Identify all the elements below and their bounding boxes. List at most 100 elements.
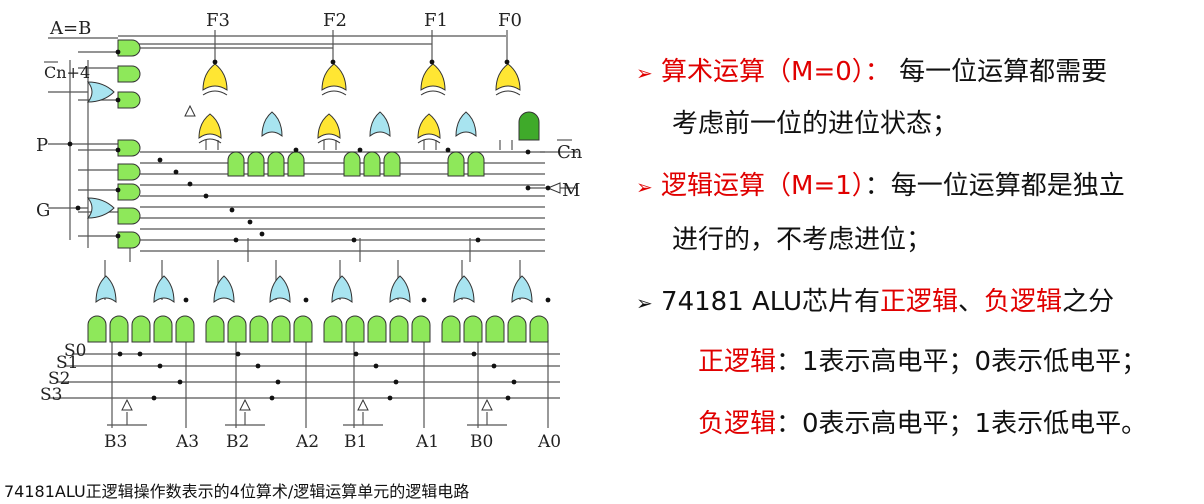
and-gate bbox=[117, 139, 141, 157]
or-gate bbox=[213, 275, 235, 304]
or-gate bbox=[369, 111, 391, 138]
junction-dot bbox=[259, 231, 265, 237]
arith-heading: 算术运算（M=0）： bbox=[661, 57, 891, 87]
pos-logic-term: 正逻辑 bbox=[880, 287, 959, 317]
junction-dot bbox=[115, 97, 121, 103]
neg-def-label: 负逻辑 bbox=[698, 409, 777, 439]
xor-bar bbox=[321, 90, 347, 96]
and-gate bbox=[293, 315, 313, 343]
xor-gate-output bbox=[321, 63, 347, 91]
bullet-arrow-icon: ➢ bbox=[636, 291, 653, 315]
junction-dot bbox=[229, 207, 235, 213]
inverter bbox=[357, 398, 369, 411]
and-gate bbox=[345, 315, 365, 343]
xor-gate-output bbox=[202, 63, 228, 91]
xor-gate-output bbox=[420, 63, 446, 91]
inverter-m bbox=[546, 182, 561, 194]
and-gate bbox=[249, 315, 269, 343]
note-neg-def: 负逻辑：0表示高电平；1表示低电平。 bbox=[698, 408, 1147, 440]
xor-bar bbox=[417, 138, 441, 144]
junction-dot bbox=[157, 363, 163, 369]
junction-dot bbox=[212, 59, 218, 65]
note-pos-def: 正逻辑：1表示高电平；0表示低电平； bbox=[698, 346, 1147, 378]
junction-dot bbox=[157, 157, 163, 163]
and-gate bbox=[343, 151, 361, 177]
and-gate bbox=[247, 151, 265, 177]
label-s3: S3 bbox=[40, 385, 62, 405]
xor-bar bbox=[317, 138, 341, 144]
label-b0: B0 bbox=[470, 432, 493, 452]
junction-dot bbox=[293, 147, 299, 153]
label-b1: B1 bbox=[344, 432, 367, 452]
junction-dot bbox=[429, 59, 435, 65]
chip-sep: 、 bbox=[958, 287, 985, 317]
label-f3: F3 bbox=[206, 10, 230, 31]
junction-dot bbox=[357, 147, 363, 153]
junction-dot bbox=[387, 395, 393, 401]
junction-dot bbox=[177, 379, 183, 385]
and-gate bbox=[463, 315, 483, 343]
and-gate bbox=[109, 315, 129, 343]
junction-dot bbox=[373, 363, 379, 369]
note-logic: ➢ 逻辑运算（M=1）：每一位运算都是独立 bbox=[636, 170, 1125, 203]
junction-dot bbox=[151, 395, 157, 401]
or-gate bbox=[269, 275, 291, 304]
xor-gate bbox=[198, 113, 222, 139]
label-f0: F0 bbox=[498, 10, 522, 31]
and-gate bbox=[363, 151, 381, 177]
label-s1: S1 bbox=[56, 353, 78, 373]
and-gate bbox=[271, 315, 291, 343]
xor-bar bbox=[198, 138, 222, 144]
arith-text: 每一位运算都需要 bbox=[899, 57, 1108, 87]
logic-heading: 逻辑运算（M=1） bbox=[661, 171, 865, 201]
and-gate bbox=[117, 231, 141, 249]
junction-dot bbox=[233, 237, 239, 243]
inverter bbox=[184, 104, 196, 117]
neg-logic-term: 负逻辑 bbox=[984, 287, 1063, 317]
xor-bar bbox=[495, 90, 521, 96]
junction-dot bbox=[421, 297, 427, 303]
and-gate bbox=[205, 315, 225, 343]
label-b2: B2 bbox=[226, 432, 249, 452]
diagram-caption: 74181ALU正逻辑操作数表示的4位算术/逻辑运算单元的逻辑电路 bbox=[4, 482, 470, 501]
and-gate bbox=[117, 65, 141, 83]
bullet-arrow-icon: ➢ bbox=[636, 61, 653, 85]
carry-and-gate bbox=[518, 111, 540, 141]
junction-dot bbox=[505, 395, 511, 401]
label-p: P bbox=[36, 135, 48, 156]
note-arithmetic-line2: 考虑前一位的进位状态； bbox=[672, 109, 959, 139]
xor-bar bbox=[202, 90, 228, 96]
inverter bbox=[481, 398, 493, 411]
label-a0: A0 bbox=[537, 432, 561, 452]
junction-dot bbox=[183, 297, 189, 303]
label-cn: Cn bbox=[557, 142, 583, 163]
or-gate bbox=[511, 275, 533, 304]
junction-dot bbox=[187, 181, 193, 187]
and-gate bbox=[117, 183, 141, 201]
and-gate bbox=[175, 315, 195, 343]
label-m: M bbox=[562, 180, 580, 201]
junction-dot bbox=[173, 169, 179, 175]
junction-dot bbox=[115, 187, 121, 193]
junction-dot bbox=[117, 351, 123, 357]
label-f2: F2 bbox=[323, 10, 347, 31]
inverter bbox=[121, 398, 133, 411]
pos-def-label: 正逻辑 bbox=[698, 347, 777, 377]
note-arithmetic: ➢ 算术运算（M=0）： 每一位运算都需要 bbox=[636, 56, 1107, 89]
label-a2: A2 bbox=[295, 432, 319, 452]
junction-dot bbox=[247, 219, 253, 225]
xor-gate bbox=[317, 113, 341, 139]
junction-dot bbox=[491, 363, 497, 369]
and-gate bbox=[441, 315, 461, 343]
and-gate bbox=[383, 151, 401, 177]
junction-dot bbox=[351, 237, 357, 243]
and-gate bbox=[117, 207, 141, 225]
label-a3: A3 bbox=[175, 432, 199, 452]
junction-dot bbox=[545, 297, 551, 303]
xor-gate-output bbox=[495, 63, 521, 91]
neg-def-text: ：0表示高电平；1表示低电平。 bbox=[776, 409, 1148, 439]
or-gate bbox=[153, 275, 175, 304]
label-b3: B3 bbox=[104, 432, 127, 452]
or-gate bbox=[261, 111, 283, 138]
and-gate bbox=[485, 315, 505, 343]
